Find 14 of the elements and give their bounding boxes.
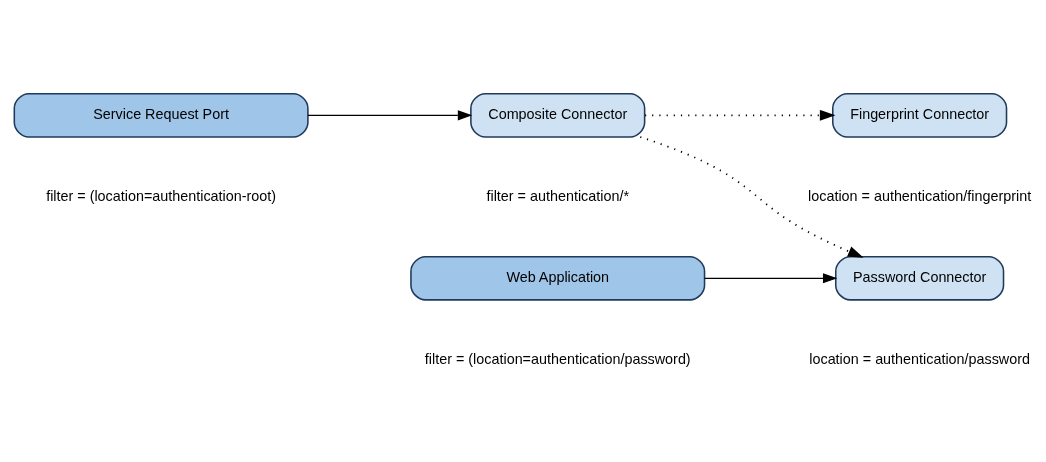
node-label: location = authentication/fingerprint bbox=[808, 187, 1032, 204]
arrow bbox=[639, 136, 864, 258]
node-label: filter = (location=authentication-root) bbox=[46, 187, 277, 204]
node-label: filter = authentication/* bbox=[486, 187, 629, 204]
node-label: location = authentication/password bbox=[809, 350, 1031, 367]
arrow bbox=[307, 110, 473, 121]
arrow bbox=[644, 109, 836, 121]
node-box: Composite Connector bbox=[470, 93, 646, 138]
node-box: Service Request Port bbox=[13, 93, 309, 138]
arrow bbox=[704, 273, 838, 284]
node-box: Web Application bbox=[410, 256, 706, 301]
node-box: Password Connector bbox=[835, 256, 1005, 301]
node-label: filter = (location=authentication/password) bbox=[424, 350, 691, 367]
node-box: Fingerprint Connector bbox=[832, 93, 1008, 138]
